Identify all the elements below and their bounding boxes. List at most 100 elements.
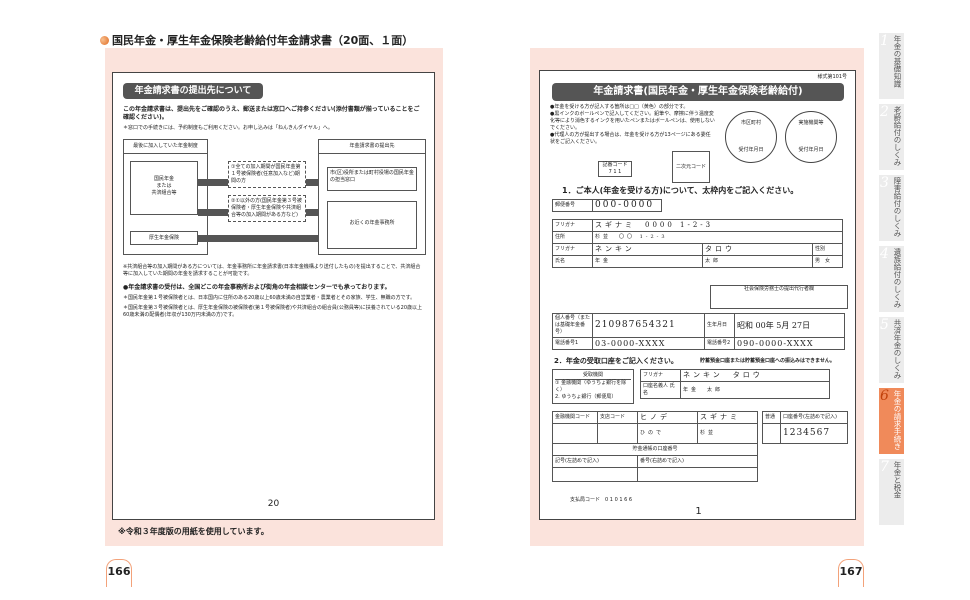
branch-name: 杉並: [697, 423, 758, 444]
section-heading: 国民年金・厚生年金保険老齢給付年金請求書（20面、１面）: [100, 32, 413, 48]
chapter-tab-4[interactable]: 4 遺族給付のしくみ: [879, 246, 904, 312]
sheet-page-number: 1: [695, 506, 702, 517]
tab-number: 6: [880, 388, 889, 404]
section-2-note: 貯蓄預金口座または貯蓄預金口座への振込みはできません。: [700, 358, 835, 364]
yucho-code-value: 0 1 0 1 6 6: [605, 497, 633, 503]
destination-1: 市(区)役所または町村役場の国民年金の担当窓口: [327, 167, 417, 191]
form-code: 様式第101号: [817, 74, 847, 80]
name-furigana-first: タロウ: [702, 243, 813, 256]
note: ※共済組合等の加入期間がある方については、年金事務所に年金請求書(日本年金機構よ…: [123, 264, 421, 277]
stamp-circle: 実施機関等受付年月日: [785, 111, 837, 163]
tab-label: 年金の請求手続き: [893, 390, 902, 450]
receiver-option: ① 金融機関（ゆうちょ銀行を除く）: [555, 380, 627, 393]
field-label: 貯金通帳の口座番号: [552, 443, 758, 456]
tab-number: 3: [880, 175, 889, 191]
note: ＊国民年金第１号被保険者とは、日本国内に住所のある20歳以上60歳未満の自営業者…: [123, 295, 416, 301]
personal-table: フリガナスギナミ 0000 1-2-3 住所杉並 〇〇 1-2-3 フリガナネン…: [552, 219, 843, 268]
page-number: 167: [838, 559, 864, 587]
qr-code-placeholder: 二次元コード: [672, 151, 710, 183]
bank-table: 金融機関コード支店コードヒノデスギナミ ひので杉並 貯金通帳の口座番号 記号(左…: [552, 411, 758, 482]
form-title: 年金請求書の提出先について: [123, 83, 263, 99]
chapter-tab-3[interactable]: 3 障害給付のしくみ: [879, 175, 904, 241]
left-form-content: 年金請求書の提出先について この年金請求書は、提出先をご確認のうえ、郵送または窓…: [123, 83, 426, 319]
field-label: フリガナ: [552, 243, 593, 256]
section-1-heading: 1．ご本人(年金を受ける方)について、太枠内をご記入ください。: [562, 186, 799, 195]
tab-number: 7: [880, 459, 889, 475]
field-label: 受取機関: [555, 372, 631, 380]
heading-text: 国民年金・厚生年金保険老齢給付年金請求書（20面、１面）: [112, 34, 414, 47]
chapter-tab-7[interactable]: 7 年金と税金: [879, 459, 904, 525]
account-type: 普通: [762, 411, 781, 424]
address-furigana: スギナミ 0000 1-2-3: [592, 219, 843, 232]
phone-2-value: 090-0000-XXXX: [734, 337, 845, 350]
birth-date-value: 昭和 00年 5月 27日: [734, 313, 845, 338]
stamp-label: 市区町村: [740, 120, 761, 126]
instruction: ●年金を受ける方が記入する箇所は□□（黄色）の部分です。: [550, 104, 689, 110]
tab-number: 5: [880, 317, 889, 333]
tab-label: 年金の基礎知識: [893, 35, 902, 88]
field-label: 電話番号1: [552, 337, 593, 350]
field-label: 氏名: [552, 255, 593, 268]
bullet-icon: [100, 35, 109, 45]
instruction: ●代理人の方が提出する場合は、年金を受ける方が13ページにある委任状をご記入くだ…: [550, 132, 711, 145]
account-holder-table: フリガナネンキン タロウ 口座名義人 氏名年金 太郎: [640, 369, 830, 399]
code-value: 7 1 1: [608, 169, 622, 175]
field-label: 金融機関コード: [552, 411, 598, 424]
my-number-value: 210987654321: [592, 313, 705, 338]
tab-number: 1: [880, 33, 889, 49]
intro-note: ＊窓口での手続きには、予約制度もご利用ください。お申し込みは「ねんきんダイヤル」…: [123, 125, 333, 131]
name-first: 太郎: [702, 255, 813, 268]
name-last: 年金: [592, 255, 703, 268]
receiver-option: 2. ゆうちょ銀行（郵便局）: [555, 394, 617, 400]
source-employee: 厚生年金保険: [130, 231, 198, 245]
form-title: 年金請求書(国民年金・厚生年金保険老齢給付): [552, 83, 844, 101]
field-label: フリガナ: [552, 219, 593, 232]
arrow: [198, 235, 321, 242]
section-2-heading: 2．年金の受取口座をご記入ください。: [554, 357, 678, 365]
right-form-sheet: 様式第101号 年金請求書(国民年金・厚生年金保険老齢給付) ●年金を受ける方が…: [539, 70, 856, 520]
chapter-tab-5[interactable]: 5 共済年金のしくみ: [879, 317, 904, 383]
account-number-table: 普通口座番号(左詰めで記入) 1234567: [762, 411, 848, 444]
tab-label: 年金と税金: [893, 461, 902, 499]
tab-number: 4: [880, 246, 889, 262]
tab-number: 2: [880, 104, 889, 120]
name-furigana-last: ネンキン: [592, 243, 703, 256]
field-label: 生年月日: [704, 313, 735, 338]
intro-text: この年金請求書は、提出先をご確認のうえ、郵送または窓口へご持参ください(添付書類…: [123, 106, 420, 121]
postal-code-value: 000-0000: [592, 199, 662, 212]
field-label: 口座番号(左詰めで記入): [780, 411, 848, 424]
yucho-code: 支払局コード 0 1 0 1 6 6: [570, 497, 632, 504]
field-label: 記号(左詰めで記入): [552, 455, 638, 468]
field-label: 支払局コード: [570, 497, 601, 503]
field-label: 住所: [552, 231, 593, 244]
chapter-tab-2[interactable]: 2 老齢給付のしくみ: [879, 104, 904, 170]
tab-label: 障害給付のしくみ: [893, 177, 902, 237]
col-header: 年金請求書の提出先: [319, 140, 425, 154]
instruction: ●黒インクのボールペンで記入してください。鉛筆や、摩擦に伴う温度変化等により消色…: [550, 111, 715, 131]
field-label: 口座名義人 氏名: [640, 381, 681, 399]
page-number: 166: [106, 559, 132, 587]
note-bold: ●年金請求書の受付は、全国どこの年金事務所および街角の年金相談センターでも承って…: [123, 284, 391, 291]
tab-label: 遺族給付のしくみ: [893, 248, 902, 308]
phone-1-value: 03-0000-XXXX: [592, 337, 705, 350]
stamp-label: 受付年月日: [738, 147, 764, 153]
tab-label: 老齢給付のしくみ: [893, 106, 902, 166]
code-label: 記番コード: [602, 162, 628, 168]
sex-options: 男 女: [812, 255, 843, 268]
sheet-page-number: 20: [267, 499, 280, 509]
caption: ※令和３年度版の用紙を使用しています。: [118, 527, 269, 536]
instructions: ●年金を受ける方が記入する箇所は□□（黄色）の部分です。 ●黒インクのボールペン…: [550, 104, 715, 146]
source-national: 国民年金 または 共済組合等: [130, 161, 198, 215]
chapter-tab-6-active[interactable]: 6 年金の請求手続き: [879, 388, 904, 454]
tab-label: 共済年金のしくみ: [893, 319, 902, 379]
chapter-tab-1[interactable]: 1 年金の基礎知識: [879, 33, 904, 99]
field-label: 支店コード: [597, 411, 638, 424]
branch-furigana: スギナミ: [697, 411, 758, 424]
submission-diagram: 最後に加入していた年金制度 国民年金 または 共済組合等 厚生年金保険 ①全ての…: [123, 139, 426, 255]
field-label: 性別: [812, 243, 843, 256]
field-label: 番号(右詰めで記入): [637, 455, 758, 468]
col-header: 最後に加入していた年金制度: [124, 140, 207, 154]
